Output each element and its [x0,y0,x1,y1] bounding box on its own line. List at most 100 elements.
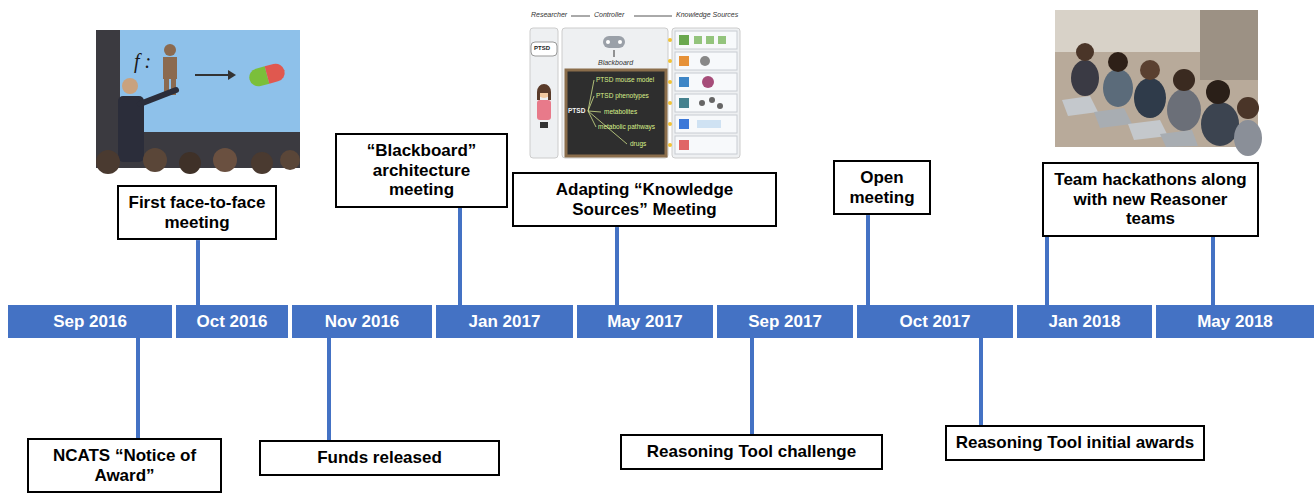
presentation-photo-shape [280,150,300,170]
blackboard-figure-shape [702,76,714,88]
presentation-photo-shape [265,62,287,84]
blackboard-figure-shape [540,122,548,128]
date-segment: Oct 2017 [857,305,1013,338]
presentation-photo-shape [143,148,167,172]
blackboard-figure-shape [668,80,672,84]
blackboard-figure-shape [603,36,625,48]
blackboard-figure-shape [679,56,689,66]
presentation-photo-shape [179,152,201,174]
blackboard-figure-shape [571,16,590,17]
timeline-connector [327,338,331,440]
date-segment: Sep 2017 [717,305,853,338]
hackathon-photo-shape [1237,97,1259,119]
hackathon-photo-shape [1055,10,1258,147]
date-label: Jan 2018 [1049,312,1121,332]
blackboard-figure-shape [679,119,689,129]
blackboard-figure-shape [618,40,622,44]
event-box: Adapting “Knowledge Sources” Meeting [512,172,777,227]
presentation-photo-shape [163,57,177,79]
blackboard-figure-shape [672,28,740,158]
hackathon-photo-shape [1167,89,1201,131]
event-box: Reasoning Tool initial awards [945,425,1205,461]
illustration-label: Controller [594,11,624,19]
blackboard-figure-shape [675,115,737,133]
blackboard-figure-shape [530,28,558,158]
timeline-connector [196,240,200,305]
hackathon-photo-shape [1201,102,1239,146]
blackboard-figure-shape [606,40,610,44]
illustration-label: drugs [630,140,646,147]
blackboard-figure [528,8,740,160]
date-segment: Jan 2018 [1017,305,1152,338]
hackathon-photo-shape [1108,52,1128,72]
hackathon-photo-shape [1200,10,1258,80]
blackboard-figure-shape [537,84,551,100]
blackboard-figure-shape [700,56,710,66]
blackboard-figure-shape [697,120,721,128]
blackboard-figure-shape [531,42,557,56]
blackboard-figure-shape [566,70,666,156]
date-segment: Oct 2016 [176,305,288,338]
illustration-label: PTSD mouse model [596,76,654,83]
event-text: Reasoning Tool initial awards [953,433,1197,453]
date-label: Oct 2016 [197,312,268,332]
blackboard-figure-shape [675,52,737,70]
event-text: Funds released [267,448,492,468]
blackboard-figure-shape [718,36,726,44]
blackboard-figure-shape [537,100,551,120]
presentation-photo-shape [251,152,273,174]
blackboard-figure-shape [668,59,672,63]
illustration-label: Blackboard [598,59,633,67]
blackboard-figure-shape [679,35,689,45]
date-segment: Nov 2016 [292,305,432,338]
timeline-connector [866,215,870,305]
blackboard-figure-shape [588,96,594,111]
timeline-connector [1045,237,1049,305]
illustration-label: f : [134,50,151,72]
presentation-photo-shape [122,78,138,94]
blackboard-figure-shape [588,111,601,112]
hackathon-photo-shape [1071,60,1099,96]
event-text: Team hackathons along with new Reasoner … [1050,170,1251,229]
timeline-connector [458,208,462,305]
illustration-label: metabolites [604,108,637,115]
presentation-photo-shape [164,44,176,56]
blackboard-figure-shape [694,36,702,44]
blackboard-figure-shape [528,8,740,160]
hackathon-photo-shape [1134,78,1166,118]
date-label: Nov 2016 [325,312,400,332]
hackathon-photo-shape [1103,69,1133,107]
presentation-photo-shape [96,150,120,174]
presentation-photo-shape [247,62,286,89]
date-label: Jan 2017 [469,312,541,332]
blackboard-figure-shape [562,28,668,158]
event-text: Open meeting [841,168,923,207]
event-text: Reasoning Tool challenge [628,442,875,462]
hackathon-photo-shape [1076,43,1094,61]
date-label: May 2018 [1197,312,1273,332]
event-text: “Blackboard” architecture meeting [343,141,500,200]
presentation-photo [96,30,300,174]
presentation-photo-shape [140,90,176,104]
hackathon-photo-shape [1062,96,1098,116]
blackboard-figure-shape [668,143,672,147]
event-box: Funds released [259,440,500,476]
event-text: Adapting “Knowledge Sources” Meeting [520,180,769,219]
date-label: Sep 2016 [53,312,127,332]
date-segment: Jan 2017 [436,305,573,338]
hackathon-photo-shape [1094,108,1132,128]
presentation-photo-shape [228,70,236,80]
date-segment: Sep 2016 [8,305,172,338]
timeline-connector [750,338,754,434]
event-box: Team hackathons along with new Reasoner … [1042,162,1259,237]
illustration-label: metabolic pathways [598,123,655,130]
blackboard-figure-shape [668,122,672,126]
date-segment: May 2018 [1156,305,1314,338]
timeline-connector [615,227,619,305]
blackboard-figure-shape [668,38,672,42]
illustration-label: PTSD [534,45,550,52]
blackboard-figure-shape [675,94,737,112]
blackboard-figure-shape [588,80,594,111]
event-box: Reasoning Tool challenge [620,434,883,470]
